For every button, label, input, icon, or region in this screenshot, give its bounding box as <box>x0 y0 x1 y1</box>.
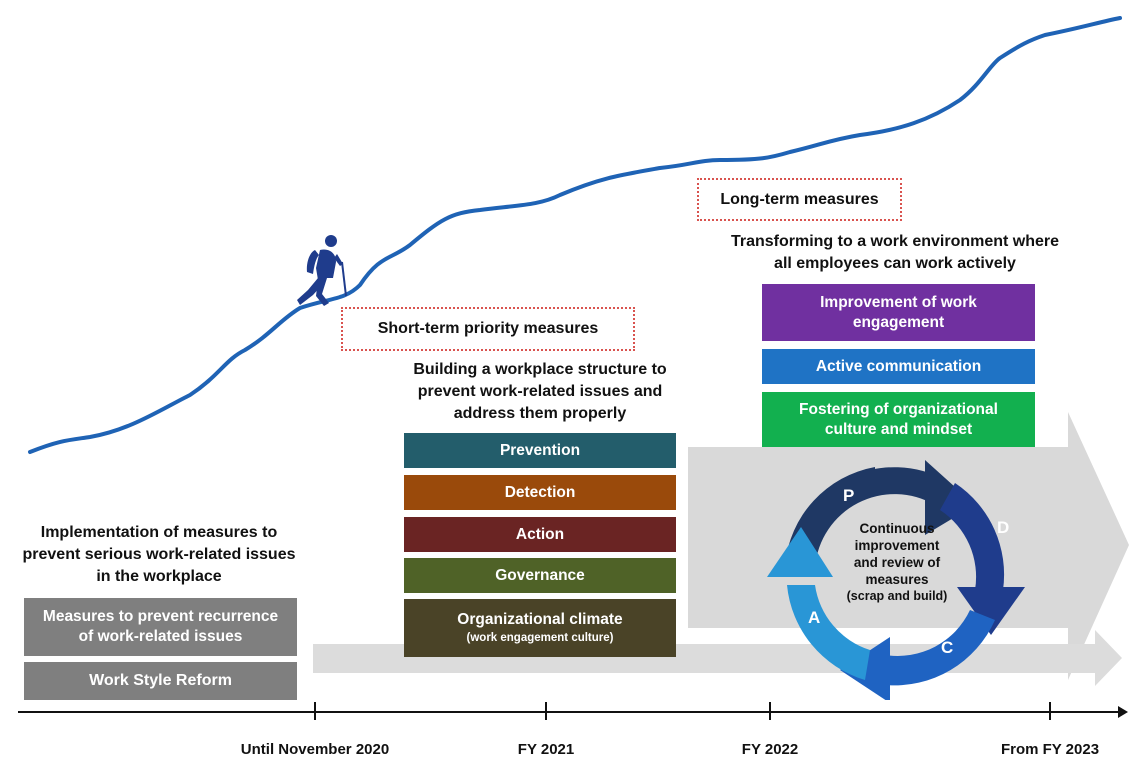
pdca-letter-p: P <box>843 486 855 505</box>
heading-line: all employees can work actively <box>774 255 1016 272</box>
short-term-heading: Building a workplace structure to preven… <box>390 359 690 425</box>
pdca-cycle <box>767 460 1025 700</box>
organizational-culture-box: Fostering of organizational culture and … <box>762 392 1035 447</box>
heading-line: in the workplace <box>96 568 222 585</box>
growth-curve <box>28 16 1122 454</box>
box-line: Improvement of work <box>820 293 977 311</box>
pdca-arrow-d <box>940 483 1005 590</box>
heading-line: prevent work-related issues and <box>417 383 663 400</box>
box-line: Measures to prevent recurrence <box>42 608 279 625</box>
action-box: Action <box>404 517 676 552</box>
long-term-heading: Transforming to a work environment where… <box>690 231 1100 275</box>
hiker-icon <box>297 235 347 306</box>
pdca-letter-a: A <box>808 608 821 627</box>
timeline-label-2020: Until November 2020 <box>240 741 390 758</box>
pdca-line: improvement <box>854 538 940 553</box>
pdca-line: Continuous <box>859 521 935 536</box>
box-line: Work Style Reform <box>89 672 232 689</box>
work-style-reform-box: Work Style Reform <box>24 662 297 700</box>
pdca-line: measures <box>865 572 929 587</box>
pdca-letter-c: C <box>941 638 954 657</box>
pdca-arrowhead-a <box>767 527 833 577</box>
box-line: Active communication <box>815 357 982 375</box>
pdca-subline: (scrap and build) <box>846 589 948 603</box>
box-line: Fostering of organizational <box>799 400 998 418</box>
prevention-box: Prevention <box>404 433 676 468</box>
heading-line: address them properly <box>453 405 627 422</box>
pdca-arrow-c <box>885 610 995 686</box>
heading-line: Implementation of measures to <box>40 524 278 541</box>
timeline-label-fy2021: FY 2021 <box>517 741 575 758</box>
pdca-arrow-p-body <box>785 467 935 567</box>
timeline-label-fy2022: FY 2022 <box>741 741 799 758</box>
box-line: Organizational climate <box>457 611 623 628</box>
timeline-arrowhead <box>1118 706 1128 718</box>
box-line: engagement <box>852 313 945 331</box>
timeline-label-fy2023: From FY 2023 <box>1000 741 1100 758</box>
pdca-letter-d: D <box>997 518 1010 537</box>
box-line: culture and mindset <box>824 420 973 438</box>
organizational-climate-box: Organizational climate (work engagement … <box>404 599 676 657</box>
pdca-arrowhead-d <box>957 587 1025 635</box>
active-communication-box: Active communication <box>762 349 1035 384</box>
short-term-tag: Short-term priority measures <box>341 307 635 351</box>
past-heading: Implementation of measures to prevent se… <box>4 522 314 588</box>
box-line: of work-related issues <box>78 628 243 645</box>
governance-box: Governance <box>404 558 676 593</box>
heading-line: prevent serious work-related issues <box>22 546 296 563</box>
heading-line: Building a workplace structure to <box>413 361 667 378</box>
pdca-center-text: Continuous improvement and review of mea… <box>832 520 962 605</box>
pdca-arrow-a <box>787 585 870 680</box>
detection-box: Detection <box>404 475 676 510</box>
pdca-line: and review of <box>853 555 941 570</box>
recurrence-prevention-box: Measures to prevent recurrence of work-r… <box>24 598 297 656</box>
heading-line: Transforming to a work environment where <box>730 233 1060 250</box>
box-subline: (work engagement culture) <box>466 632 614 644</box>
work-engagement-box: Improvement of work engagement <box>762 284 1035 341</box>
long-term-tag: Long-term measures <box>697 178 902 221</box>
